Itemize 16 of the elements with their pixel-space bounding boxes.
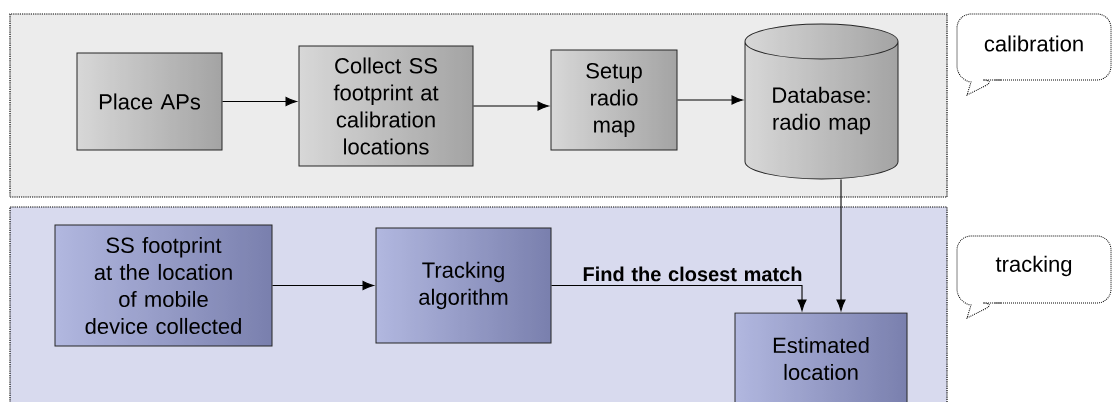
process-box: Place APs [76,52,223,151]
process-box: Setup radio map [550,49,678,151]
arrow [676,95,743,105]
process-box: SS footprint at the location of mobile device collected [54,224,273,347]
process-box: Collect SS footprint at calibration locations [298,45,474,167]
arrow [472,101,549,111]
database-cylinder: Database: radio map [744,23,899,180]
arrow [271,280,374,291]
arrow [550,284,807,311]
speech-bubble: calibration [956,13,1112,96]
arrow [836,178,846,311]
arrow [221,96,297,107]
speech-bubble: tracking [956,235,1112,319]
process-box: Tracking algorithm [375,227,552,344]
edge-label: Find the closest match [583,266,802,282]
process-box: Estimated location [734,312,908,402]
